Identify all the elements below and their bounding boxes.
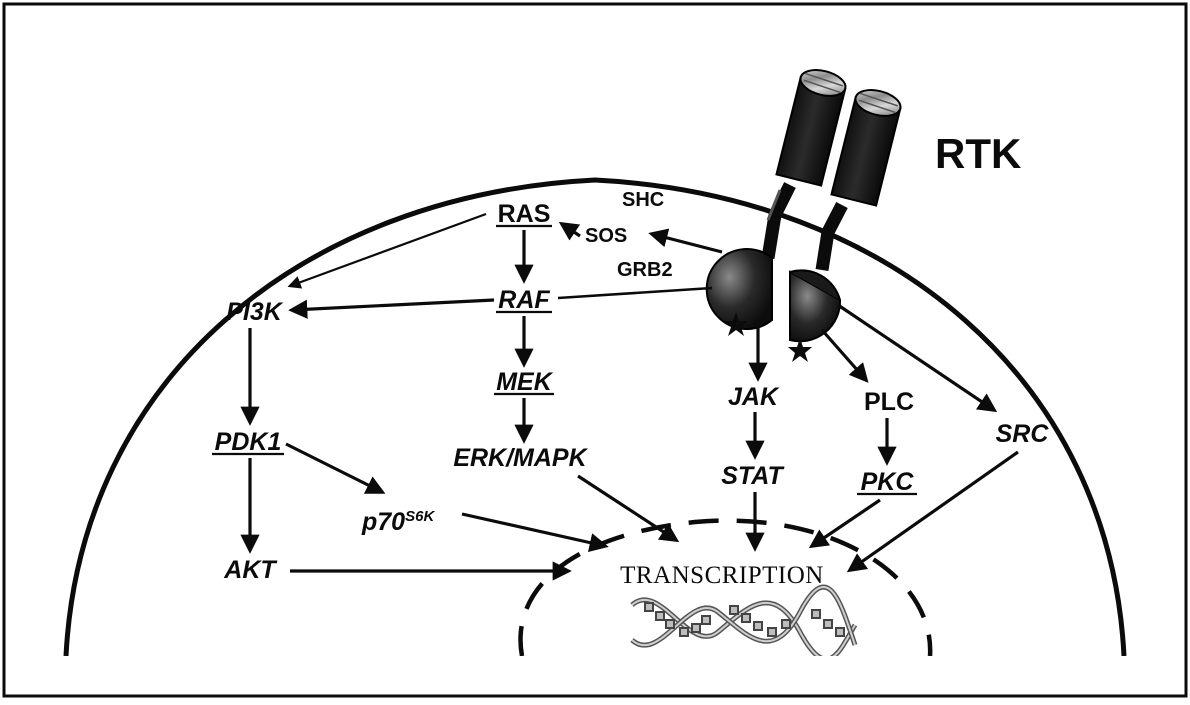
plc-label: PLC [864, 388, 914, 416]
arrow-src-transcription [846, 450, 1019, 573]
arrow-receptor-sos [648, 228, 723, 254]
arrow-erk-nucleus [577, 474, 680, 543]
arrow-pdk1-p70 [285, 442, 386, 494]
arrow-receptor-src [837, 303, 998, 413]
stat-label: STAT [721, 462, 785, 490]
arrow-p70-nucleus [461, 512, 609, 553]
src-label: SRC [996, 420, 1050, 448]
akt-label: AKT [223, 556, 278, 584]
pdk1-label: PDK1 [215, 428, 282, 456]
bottom-band [6, 656, 1184, 694]
pkc-label: PKC [861, 468, 915, 496]
transcription-label: TRANSCRIPTION [620, 562, 824, 589]
arrow-pkc-nucleus [808, 498, 881, 549]
line-receptor-raf [557, 286, 713, 300]
pi3k-label: PI3K [226, 298, 284, 326]
arrow-receptor-plc [820, 328, 869, 383]
p70-label: p70S6K [361, 508, 435, 536]
sos-label: SOS [585, 225, 627, 247]
raf-label: RAF [498, 286, 550, 314]
erk-mapk-label: ERK/MAPK [453, 444, 588, 472]
pathway-arrows [240, 212, 1019, 581]
nucleus-membrane [518, 518, 933, 657]
ras-label: RAS [498, 200, 551, 228]
arrow-ras-pi3k [287, 212, 487, 289]
mek-label: MEK [496, 368, 554, 396]
cell-membrane [63, 177, 1127, 657]
dna-helix-icon [630, 584, 858, 662]
rtk-label: RTK [935, 130, 1021, 177]
shc-label: SHC [622, 189, 664, 211]
arrow-raf-pi3k [288, 298, 495, 319]
rtk-receptor [705, 69, 902, 362]
arrow-sos-ras [558, 221, 581, 241]
jak-label: JAK [728, 383, 780, 411]
grb2-label: GRB2 [617, 259, 673, 281]
